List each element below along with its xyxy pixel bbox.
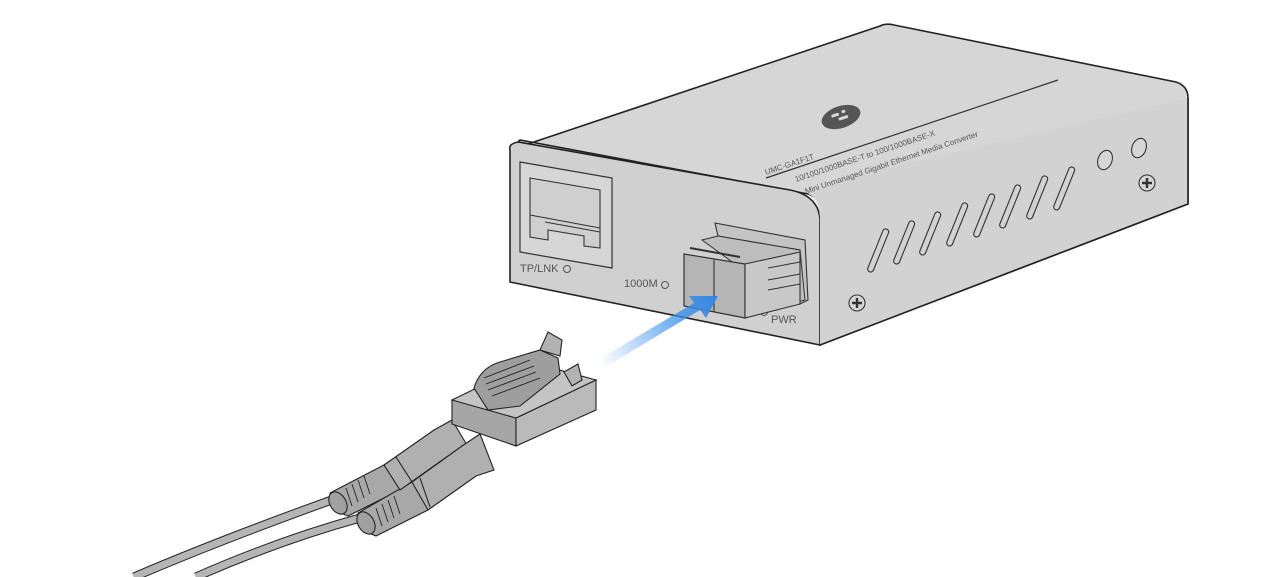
tp-link-label: TP/LNK (520, 263, 559, 275)
side-hole-2 (1131, 137, 1147, 159)
screw-icon (1138, 174, 1156, 192)
media-converter-device: UMC-GA1F1T 10/100/1000BASE-T to 100/1000… (508, 23, 1189, 347)
screw-icon (848, 294, 866, 312)
brand-logo-icon (821, 104, 861, 130)
power-label: PWR (771, 314, 797, 326)
speed-label: 1000M (624, 278, 658, 290)
speed-led (661, 281, 669, 289)
tp-link-led (563, 265, 571, 273)
fiber-cable (132, 492, 362, 577)
label-divider (765, 79, 1059, 179)
side-hole-1 (1097, 149, 1113, 171)
rj45-port (519, 161, 613, 269)
insert-direction-arrow-icon (598, 296, 718, 368)
vent-slots (867, 166, 1076, 273)
lc-duplex-connector (328, 331, 598, 537)
